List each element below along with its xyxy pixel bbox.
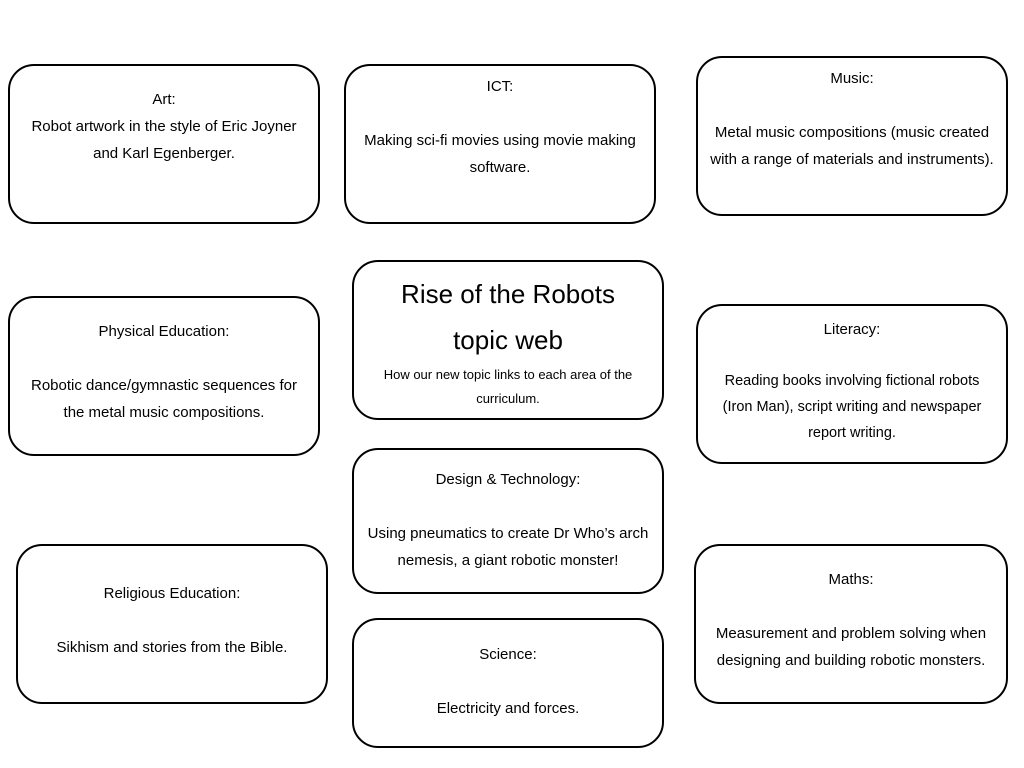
pe-box: Physical Education: Robotic dance/gymnas… — [8, 296, 320, 456]
center-title-line1: Rise of the Robots — [401, 279, 615, 309]
dt-title: Design & Technology: — [435, 471, 581, 488]
maths-text: Measurement and problem solving when des… — [715, 625, 987, 669]
ict-title: ICT: — [486, 78, 514, 95]
re-title: Religious Education: — [103, 585, 241, 602]
maths-title: Maths: — [828, 571, 874, 588]
design-technology-box: Design & Technology: Using pneumatics to… — [352, 448, 664, 594]
topic-web-center-box: Rise of the Robots topic web How our new… — [352, 260, 664, 420]
science-text: Electricity and forces. — [436, 700, 580, 717]
science-box: Science: Electricity and forces. — [352, 618, 664, 748]
maths-box: Maths: Measurement and problem solving w… — [694, 544, 1008, 704]
center-title-line2: topic web — [453, 325, 563, 355]
literacy-box: Literacy: Reading books involving fictio… — [696, 304, 1008, 464]
ict-box: ICT: Making sci-fi movies using movie ma… — [344, 64, 656, 224]
pe-text: Robotic dance/gymnastic sequences for th… — [31, 377, 297, 421]
science-title: Science: — [479, 646, 537, 663]
art-text: Robot artwork in the style of Eric Joyne… — [31, 118, 297, 162]
art-title: Art: — [152, 91, 176, 108]
music-text: Metal music compositions (music created … — [710, 124, 994, 168]
literacy-text: Reading books involving fictional robots… — [722, 373, 982, 441]
art-box: Art: Robot artwork in the style of Eric … — [8, 64, 320, 224]
pe-title: Physical Education: — [98, 323, 230, 340]
ict-text: Making sci-fi movies using movie making … — [364, 132, 636, 176]
dt-text: Using pneumatics to create Dr Who’s arch… — [367, 525, 649, 569]
re-text: Sikhism and stories from the Bible. — [56, 639, 288, 656]
literacy-title: Literacy: — [823, 321, 881, 338]
center-subtitle: How our new topic links to each area of … — [383, 367, 633, 406]
re-box: Religious Education: Sikhism and stories… — [16, 544, 328, 704]
music-title: Music: — [830, 70, 874, 87]
music-box: Music: Metal music compositions (music c… — [696, 56, 1008, 216]
